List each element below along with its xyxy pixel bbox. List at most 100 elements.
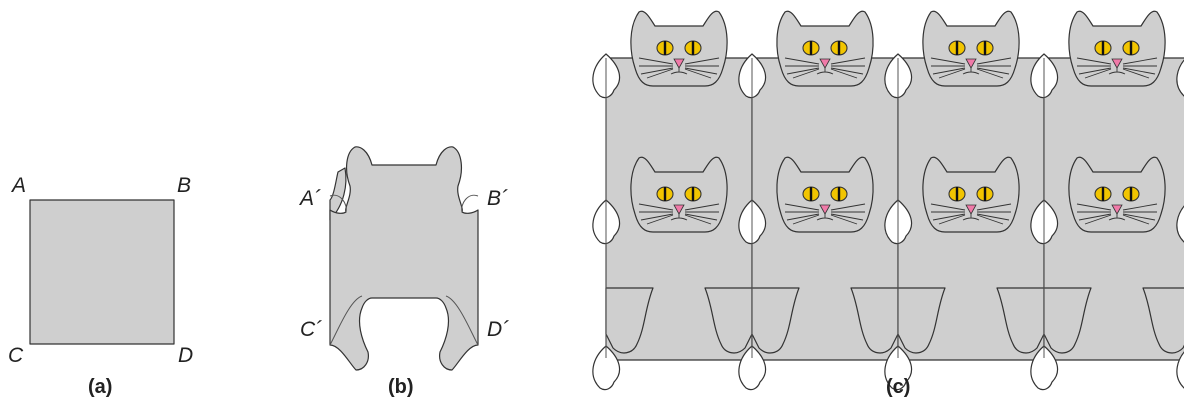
cat-tile-notch-right-top: [461, 194, 479, 213]
right-pupil: [691, 41, 695, 55]
whisker: [830, 57, 866, 65]
whisker: [684, 67, 718, 75]
cat-face: [630, 10, 728, 87]
whisker: [938, 68, 966, 79]
cat-head: [776, 156, 874, 233]
cat-tile-notch-left-bottom: [329, 295, 363, 346]
mouth: [816, 68, 834, 75]
whisker: [1122, 57, 1158, 65]
square-tile: [29, 199, 175, 345]
whisker: [1078, 67, 1112, 75]
right-hind-foot: [1142, 287, 1184, 354]
whisker: [684, 57, 720, 65]
cat-tile-notch-left-top: [329, 194, 347, 213]
cat-face: [776, 156, 874, 233]
nose: [819, 58, 831, 69]
left-pupil: [955, 187, 959, 201]
panel-a: A B C D (a): [8, 174, 193, 398]
corner-label-d: D: [178, 344, 193, 367]
mouth: [816, 214, 834, 221]
whisker: [1122, 203, 1158, 211]
cat-hind-feet: [1043, 287, 1184, 354]
corner-label-c: C: [8, 344, 24, 367]
side-notch: [1176, 205, 1184, 243]
whisker: [638, 203, 674, 211]
whisker: [784, 57, 820, 65]
side-notch: [884, 345, 913, 391]
whisker: [830, 67, 864, 75]
cat-head: [1068, 156, 1166, 233]
right-pupil: [691, 187, 695, 201]
left-hind-foot: [1043, 287, 1092, 354]
cat-tile-notch-right-bottom: [445, 295, 479, 346]
cat-face: [922, 156, 1020, 233]
corner-label-b-prime: B´: [487, 187, 508, 210]
caption-a: (a): [88, 376, 112, 398]
right-pupil: [837, 187, 841, 201]
whisker: [830, 213, 864, 221]
panel-c: [592, 10, 1184, 391]
cat-face: [1068, 156, 1166, 233]
whisker: [976, 203, 1012, 211]
whisker: [976, 57, 1012, 65]
corner-label-a-prime: A´: [298, 187, 321, 210]
whisker: [830, 203, 866, 211]
mouth: [670, 214, 688, 221]
left-hind-foot: [605, 287, 654, 354]
whisker: [1084, 68, 1112, 79]
whisker: [1076, 203, 1112, 211]
whisker: [786, 67, 820, 75]
cat-head: [922, 10, 1020, 87]
whisker: [1122, 68, 1150, 79]
left-pupil: [663, 187, 667, 201]
left-pupil: [1101, 187, 1105, 201]
mouth: [962, 68, 980, 75]
corner-label-b: B: [177, 174, 191, 197]
whisker: [830, 68, 858, 79]
right-hind-foot: [996, 287, 1045, 354]
whisker: [1078, 213, 1112, 221]
right-pupil: [1129, 41, 1133, 55]
side-notch: [738, 345, 767, 391]
left-hind-foot: [897, 287, 946, 354]
whisker: [684, 68, 712, 79]
mouth: [962, 214, 980, 221]
cat-head: [922, 156, 1020, 233]
panel-b: A´ B´ C´ D´ (b): [298, 146, 509, 398]
mouth: [670, 68, 688, 75]
nose: [819, 204, 831, 215]
whisker: [1076, 57, 1112, 65]
side-notch: [1176, 351, 1184, 389]
whisker: [930, 203, 966, 211]
side-notch: [592, 345, 621, 391]
whisker: [786, 213, 820, 221]
right-pupil: [983, 187, 987, 201]
whisker: [646, 214, 674, 225]
side-notch: [1030, 345, 1059, 391]
left-pupil: [809, 41, 813, 55]
whisker: [976, 68, 1004, 79]
left-pupil: [809, 187, 813, 201]
left-pupil: [955, 41, 959, 55]
whisker: [1122, 214, 1150, 225]
left-hind-foot: [751, 287, 800, 354]
whisker: [784, 203, 820, 211]
whisker: [640, 213, 674, 221]
nose: [1111, 58, 1123, 69]
whisker: [938, 214, 966, 225]
whisker: [684, 203, 720, 211]
whisker: [976, 214, 1004, 225]
corner-label-c-prime: C´: [300, 318, 322, 341]
whisker: [930, 57, 966, 65]
whisker: [792, 214, 820, 225]
mouth: [1108, 214, 1126, 221]
mouth: [1108, 68, 1126, 75]
caption-b: (b): [388, 376, 414, 398]
cat-face: [1068, 10, 1166, 87]
right-hind-foot: [850, 287, 899, 354]
nose: [965, 58, 977, 69]
whisker: [646, 68, 674, 79]
cat-tile: [329, 146, 479, 371]
nose: [965, 204, 977, 215]
